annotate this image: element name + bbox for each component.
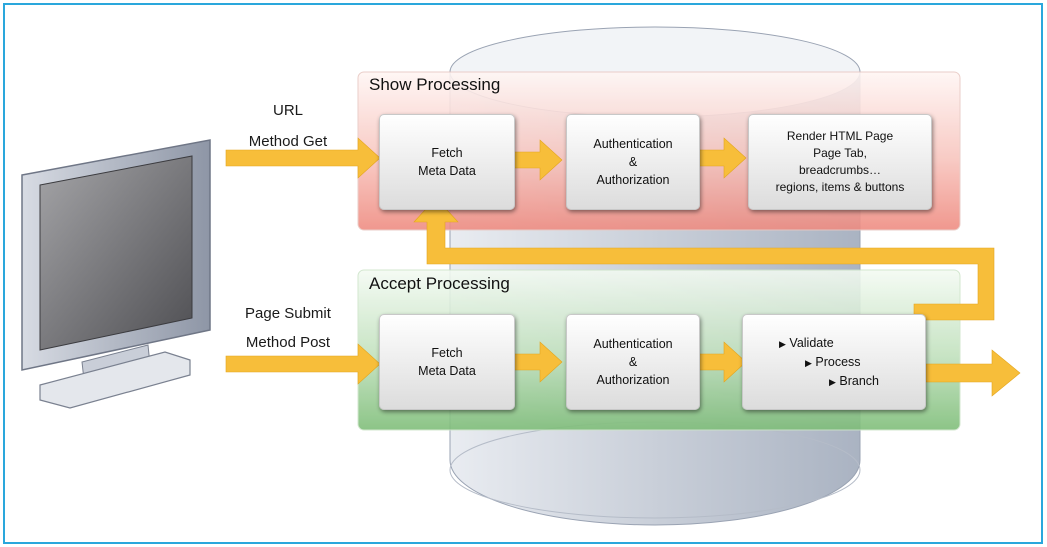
branch-label: Branch <box>839 373 880 388</box>
triangle-right-icon: ▶ <box>779 338 786 349</box>
accept-auth-line3: Authorization <box>596 373 670 387</box>
accept-fetch-line2: Meta Data <box>418 364 476 378</box>
accept-processing-title: Accept Processing <box>369 274 510 293</box>
show-input-arrow <box>225 137 381 179</box>
computer-monitor-icon <box>21 139 211 409</box>
show-processing-title: Show Processing <box>369 75 501 94</box>
flow-arrows <box>225 137 1021 397</box>
output-arrow <box>925 349 1021 397</box>
process-label: Process <box>815 354 861 369</box>
show-input-label-method: Method Get <box>248 133 328 150</box>
show-fetch-line1: Fetch <box>431 146 463 160</box>
accept-auth-line2: & <box>628 355 638 369</box>
show-fetch-meta-data-box: Fetch Meta Data <box>379 114 515 210</box>
validate-step: ▶ Validate <box>779 334 834 353</box>
show-render-line1: Render HTML Page <box>786 129 894 143</box>
accept-input-label-method: Method Post <box>245 334 331 351</box>
accept-input-arrow <box>225 343 381 385</box>
accept-validate-process-branch-box: ▶ Validate ▶ Process ▶ Branch <box>742 314 926 410</box>
show-fetch-line2: Meta Data <box>418 164 476 178</box>
show-auth-line1: Authentication <box>593 137 673 151</box>
diagram-frame <box>3 3 1043 544</box>
accept-input-label-submit: Page Submit <box>245 305 331 322</box>
show-render-line3: breadcrumbs… <box>798 163 882 177</box>
triangle-right-icon: ▶ <box>829 376 836 387</box>
show-input-label-url: URL <box>272 102 303 119</box>
accept-fetch-meta-data-box: Fetch Meta Data <box>379 314 515 410</box>
show-render-line2: Page Tab, <box>813 146 867 160</box>
show-render-line4: regions, items & buttons <box>775 180 905 194</box>
loop-arrow <box>413 197 995 321</box>
accept-authentication-box: Authentication & Authorization <box>566 314 700 410</box>
accept-fetch-line1: Fetch <box>431 346 463 360</box>
show-render-html-box: Render HTML Page Page Tab, breadcrumbs… … <box>748 114 932 210</box>
show-auth-line3: Authorization <box>596 173 670 187</box>
validate-label: Validate <box>789 335 834 350</box>
triangle-right-icon: ▶ <box>805 357 812 368</box>
accept-auth-line1: Authentication <box>593 337 673 351</box>
branch-step: ▶ Branch <box>829 372 879 391</box>
show-authentication-box: Authentication & Authorization <box>566 114 700 210</box>
process-step: ▶ Process <box>805 353 861 372</box>
show-auth-line2: & <box>628 155 638 169</box>
